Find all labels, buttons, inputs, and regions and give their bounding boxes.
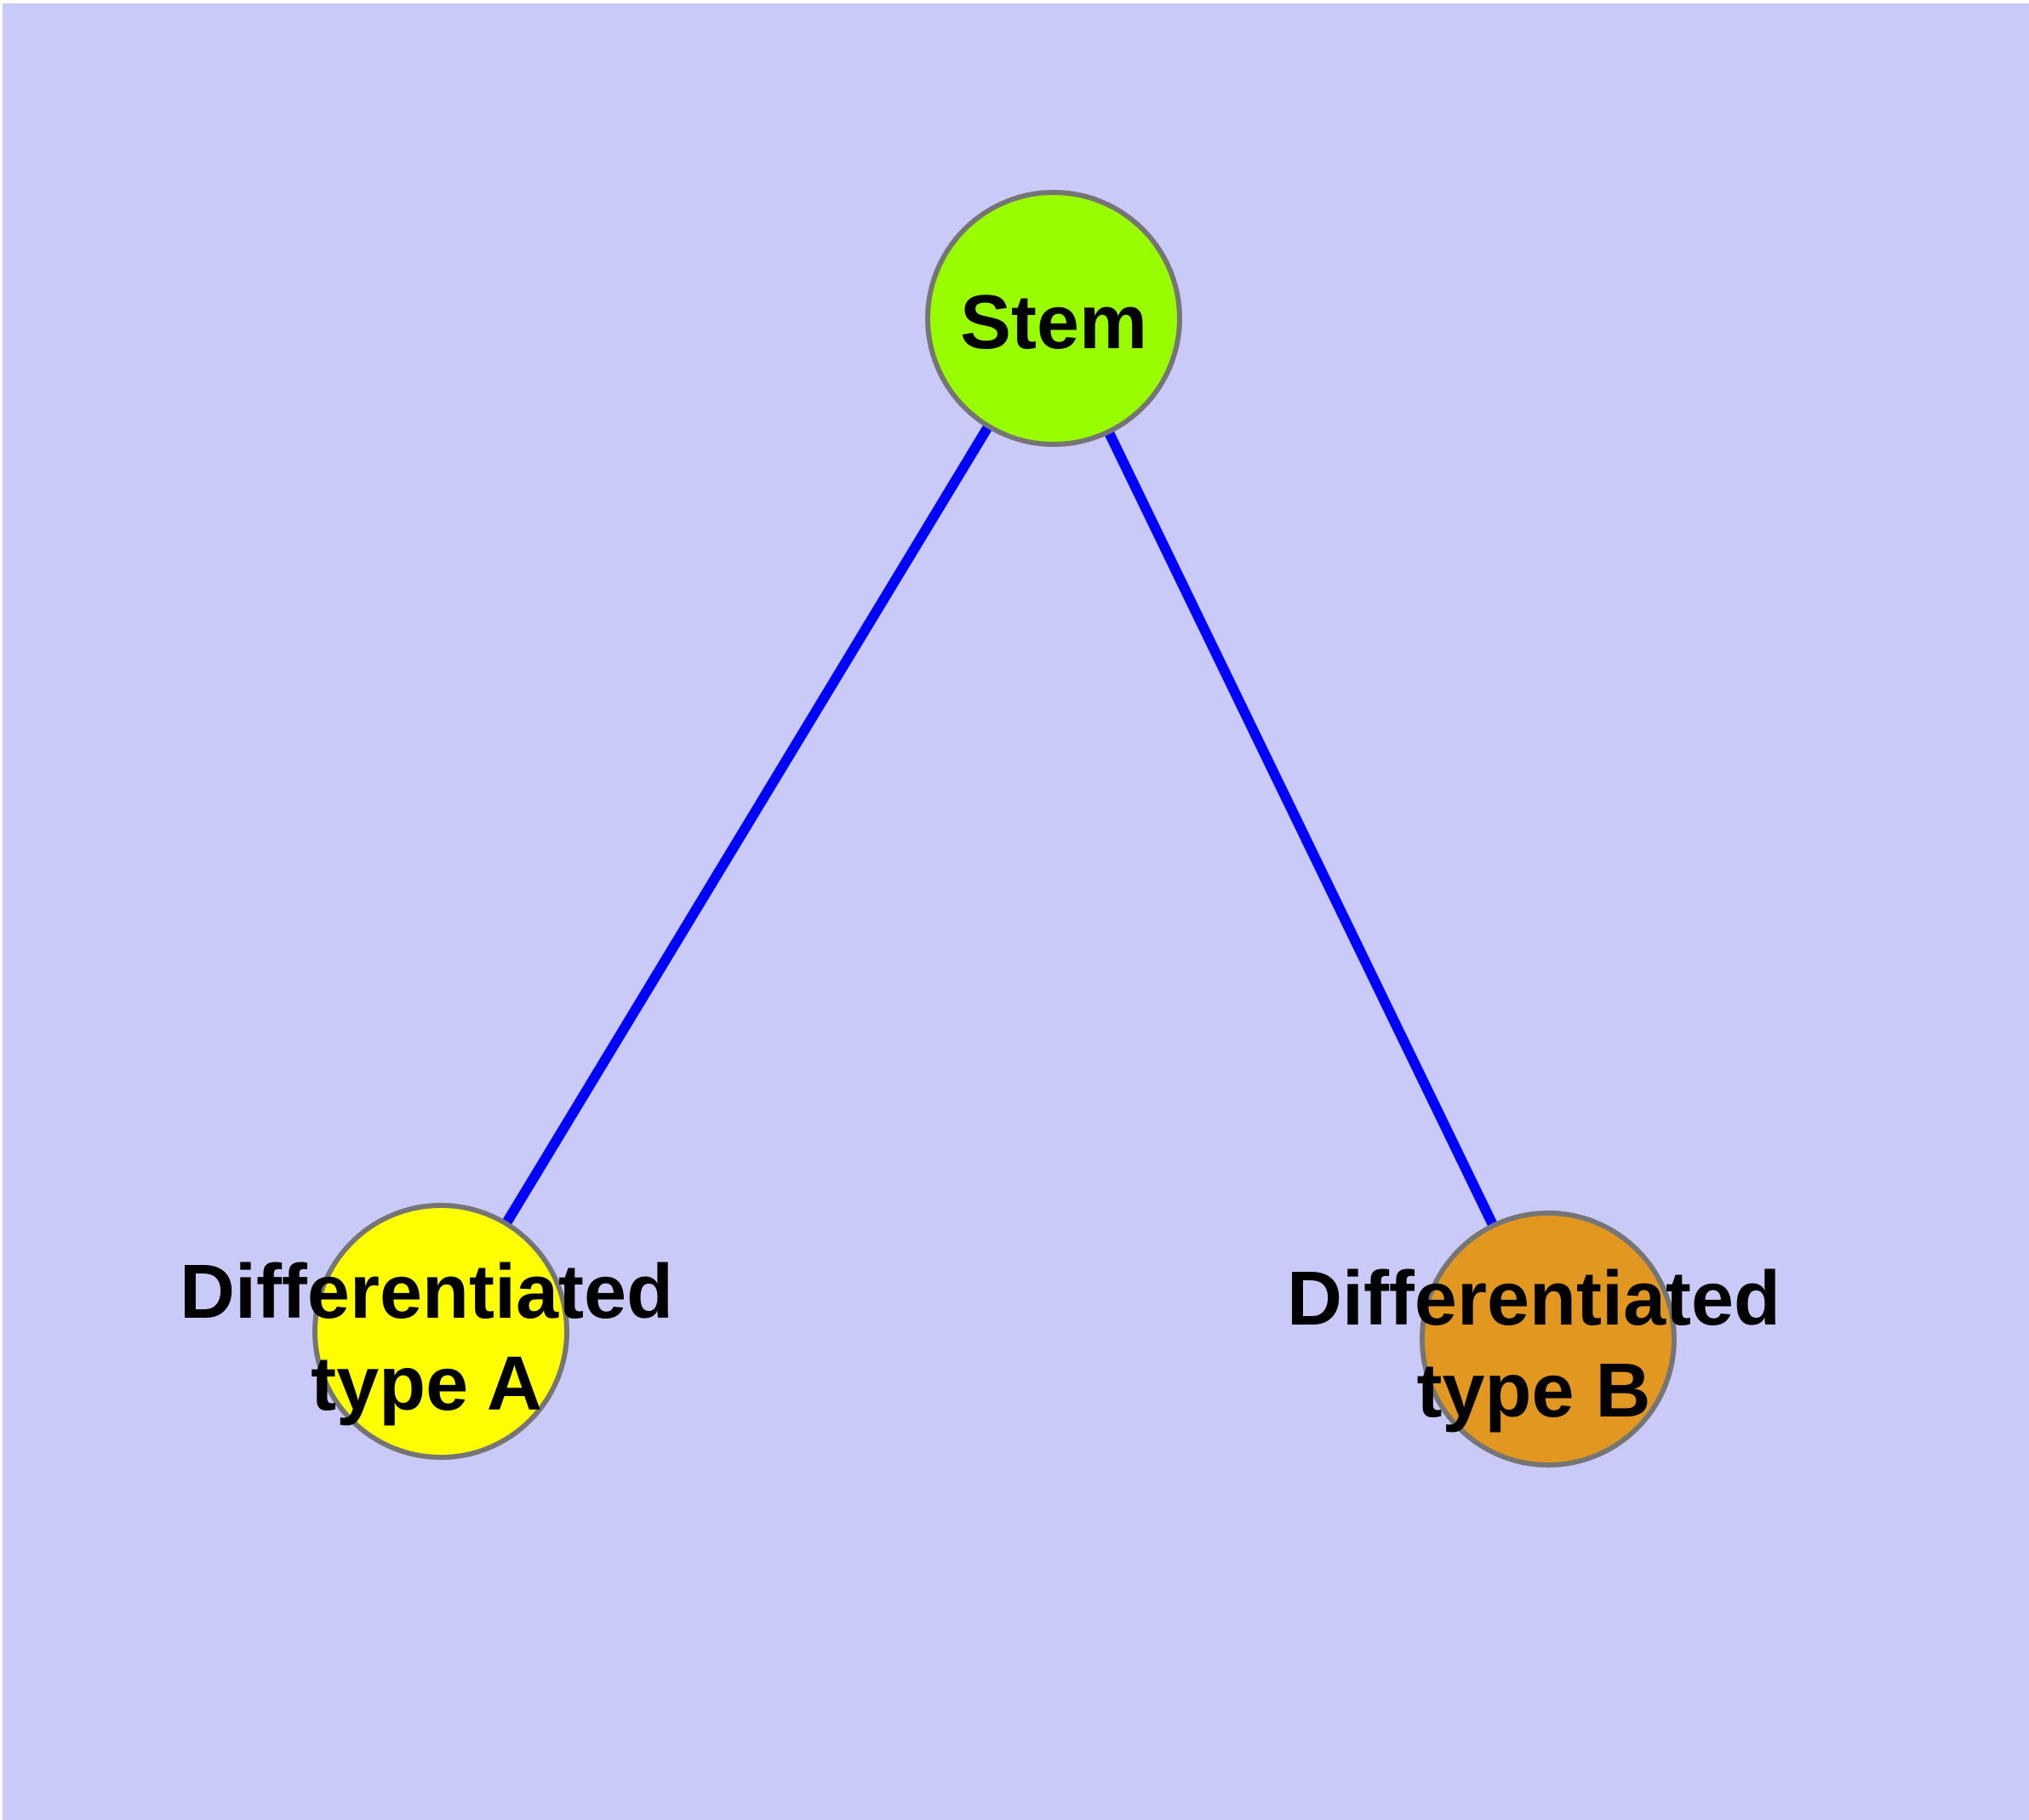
edge-stem-to-type-a (436, 315, 1059, 1335)
node-type-b-label-line2: type B (1416, 1348, 1650, 1434)
edge-stem-to-type-b (1049, 316, 1553, 1342)
node-type-b-circle (1420, 1210, 1677, 1468)
node-stem-label: Stem (960, 280, 1147, 365)
node-type-a-label-line2: type A (311, 1342, 542, 1427)
node-stem-circle (925, 190, 1182, 447)
node-type-a-circle (312, 1203, 569, 1460)
node-type-a-label-line1: Differentiated (180, 1250, 673, 1335)
node-type-b-label-line1: Differentiated (1287, 1256, 1780, 1342)
